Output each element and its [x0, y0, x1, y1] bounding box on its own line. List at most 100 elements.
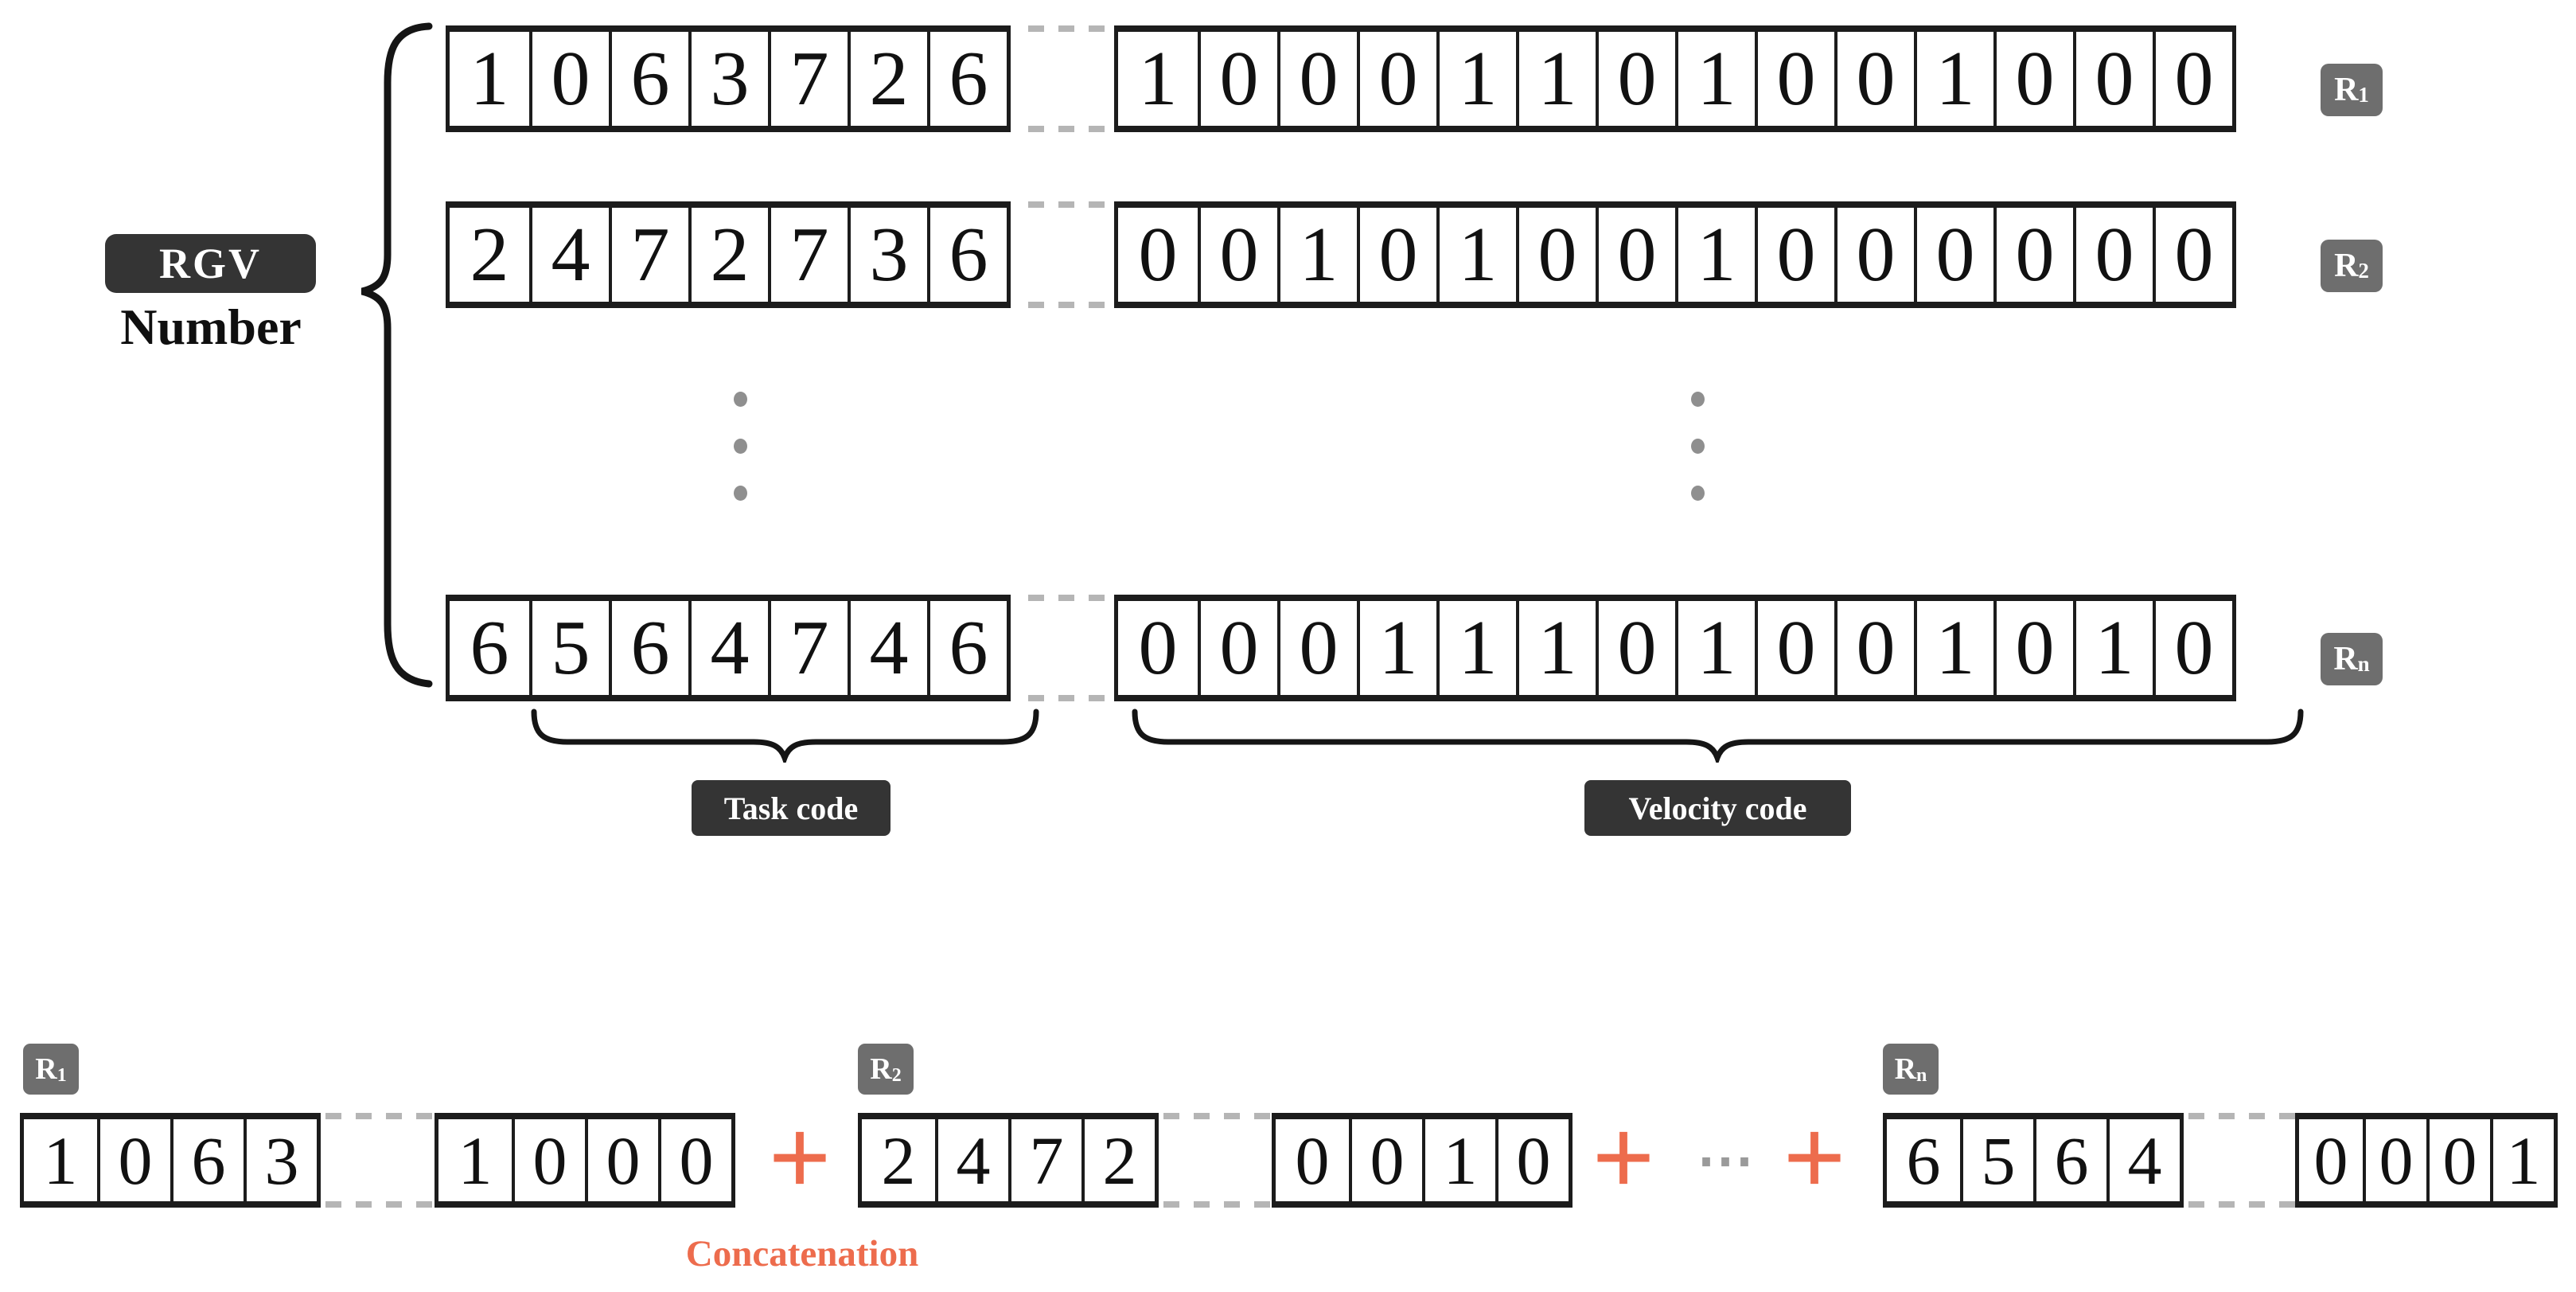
digit-cell: 0 [1277, 32, 1357, 126]
digit-cell: 0 [1755, 208, 1834, 302]
digit-cell: 4 [688, 601, 768, 695]
digit-cell: 6 [1887, 1119, 1960, 1201]
digit-cell: 2 [862, 1119, 935, 1201]
digit-cell: 0 [1118, 208, 1198, 302]
digit-cell: 1 [438, 1119, 512, 1201]
task-code-label: Task code [692, 780, 890, 836]
digit-cell: 6 [927, 208, 1007, 302]
digit-cell: 0 [1914, 208, 1993, 302]
digit-cell: 0 [585, 1119, 658, 1201]
digit-cell: 6 [2033, 1119, 2106, 1201]
row2-dashed-connector [1028, 201, 1119, 308]
digit-cell: 3 [244, 1119, 317, 1201]
ellipsis-dot [734, 392, 747, 407]
digit-cell: 1 [1516, 601, 1596, 695]
digit-cell: 0 [512, 1119, 585, 1201]
velocity-column-vertical-ellipsis [1691, 392, 1705, 501]
digit-cell: 1 [24, 1119, 97, 1201]
digit-cell: 0 [1834, 208, 1914, 302]
digit-cell: 0 [1349, 1119, 1422, 1201]
digit-cell: 6 [927, 32, 1007, 126]
plus-operator-2: + [1592, 1096, 1655, 1220]
left-curly-brace [354, 22, 434, 688]
concat-rn-dashed-connector [2188, 1113, 2300, 1208]
digit-cell: 1 [1675, 208, 1755, 302]
digit-cell: 0 [2153, 208, 2232, 302]
ellipsis-dot [1691, 439, 1705, 454]
digit-cell: 1 [1675, 601, 1755, 695]
digit-cell: 0 [1755, 32, 1834, 126]
row2-label: R [2334, 248, 2359, 284]
digit-cell: 1 [1914, 601, 1993, 695]
digit-cell: 6 [609, 32, 688, 126]
ellipsis-dot [734, 486, 747, 501]
plus-operator-3: + [1783, 1096, 1846, 1220]
digit-cell: 0 [1276, 1119, 1349, 1201]
ellipsis-dot [1691, 392, 1705, 407]
digit-cell: 0 [2153, 32, 2232, 126]
rown-dashed-connector [1028, 595, 1119, 701]
digit-cell: 4 [2106, 1119, 2180, 1201]
velocity-code-underbrace [1132, 708, 2304, 763]
digit-cell: 0 [1516, 208, 1596, 302]
digit-cell: 1 [1914, 32, 1993, 126]
rgv-badge: RGV [105, 234, 316, 293]
digit-cell: 0 [2073, 32, 2153, 126]
digit-cell: 4 [529, 208, 609, 302]
digit-cell: 0 [1198, 208, 1277, 302]
digit-cell: 0 [1277, 601, 1357, 695]
digit-cell: 0 [1755, 601, 1834, 695]
digit-cell: 0 [1993, 208, 2073, 302]
ellipsis-dot [734, 439, 747, 454]
digit-cell: 1 [1436, 208, 1516, 302]
digit-cell: 2 [688, 208, 768, 302]
digit-cell: 0 [2073, 208, 2153, 302]
digit-cell: 1 [2073, 601, 2153, 695]
digit-cell: 6 [450, 601, 529, 695]
digit-cell: 2 [450, 208, 529, 302]
digit-cell: 7 [768, 32, 848, 126]
concat-rn-label: R [1894, 1052, 1917, 1086]
concat-r1-dashed-connector [325, 1113, 439, 1208]
digit-cell: 0 [2426, 1119, 2490, 1201]
digit-cell: 0 [1993, 32, 2073, 126]
digit-cell: 3 [688, 32, 768, 126]
digit-cell: 0 [1357, 208, 1436, 302]
digit-cell: 6 [609, 601, 688, 695]
digit-cell: 7 [768, 601, 848, 695]
digit-cell: 5 [529, 601, 609, 695]
row2-label-subscript: 2 [2358, 259, 2369, 283]
digit-cell: 0 [529, 32, 609, 126]
digit-cell: 0 [1834, 32, 1914, 126]
digit-cell: 7 [609, 208, 688, 302]
row1-label: R [2334, 72, 2359, 108]
concat-r1-subscript: 1 [57, 1065, 67, 1086]
ellipsis-dot [1691, 486, 1705, 501]
task-code-underbrace [531, 708, 1039, 763]
digit-cell: 7 [768, 208, 848, 302]
digit-cell: 0 [1596, 208, 1675, 302]
digit-cell: 0 [1118, 601, 1198, 695]
row1-dashed-connector [1028, 25, 1119, 132]
digit-cell: 1 [1436, 601, 1516, 695]
rown-label-subscript: n [2357, 652, 2370, 676]
digit-cell: 1 [450, 32, 529, 126]
digit-cell: 7 [1008, 1119, 1081, 1201]
digit-cell: 1 [1675, 32, 1755, 126]
digit-cell: 0 [1495, 1119, 1569, 1201]
digit-cell: 0 [1834, 601, 1914, 695]
digit-cell: 0 [1596, 32, 1675, 126]
digit-cell: 6 [170, 1119, 244, 1201]
